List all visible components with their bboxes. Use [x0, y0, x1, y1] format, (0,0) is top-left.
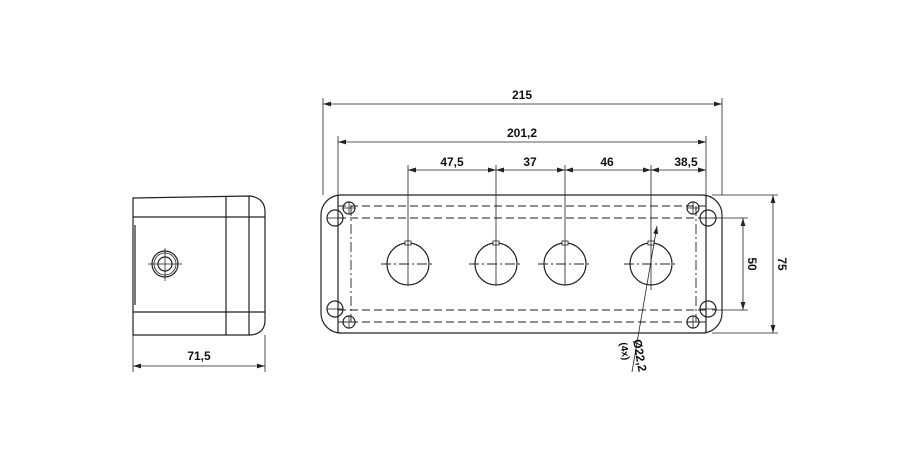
- dim-pitch-end: 38,5: [674, 155, 698, 169]
- dim-pitch-3: 46: [600, 155, 614, 169]
- screws: [326, 201, 717, 329]
- screw-icon: [342, 201, 356, 215]
- screw-icon: [342, 315, 356, 329]
- dim-pitch-1: 47,5: [440, 155, 464, 169]
- dim-side-width: 71,5: [187, 349, 211, 363]
- screw-icon: [686, 315, 700, 329]
- front-view: [320, 194, 723, 334]
- screw-icon: [326, 300, 344, 318]
- screw-icon: [699, 300, 717, 318]
- mounting-holes: [381, 240, 678, 286]
- dimension-lines: 215 201,2 47,5 37 46 38,5 50 75 Ø22,2 (4…: [322, 88, 789, 373]
- screw-icon: [326, 209, 344, 227]
- dim-hole-diameter: Ø22,2: [630, 338, 650, 373]
- dim-pitch-2: 37: [523, 155, 537, 169]
- dim-hole-count: (4x): [617, 342, 631, 361]
- dim-inner-length: 201,2: [507, 126, 537, 140]
- dim-mount-height: 50: [745, 257, 759, 271]
- pushbutton-side-icon: [148, 248, 182, 281]
- dim-overall-length: 215: [512, 88, 532, 102]
- side-view: 71,5: [132, 195, 266, 372]
- dim-overall-height: 75: [775, 257, 789, 271]
- screw-icon: [686, 201, 700, 215]
